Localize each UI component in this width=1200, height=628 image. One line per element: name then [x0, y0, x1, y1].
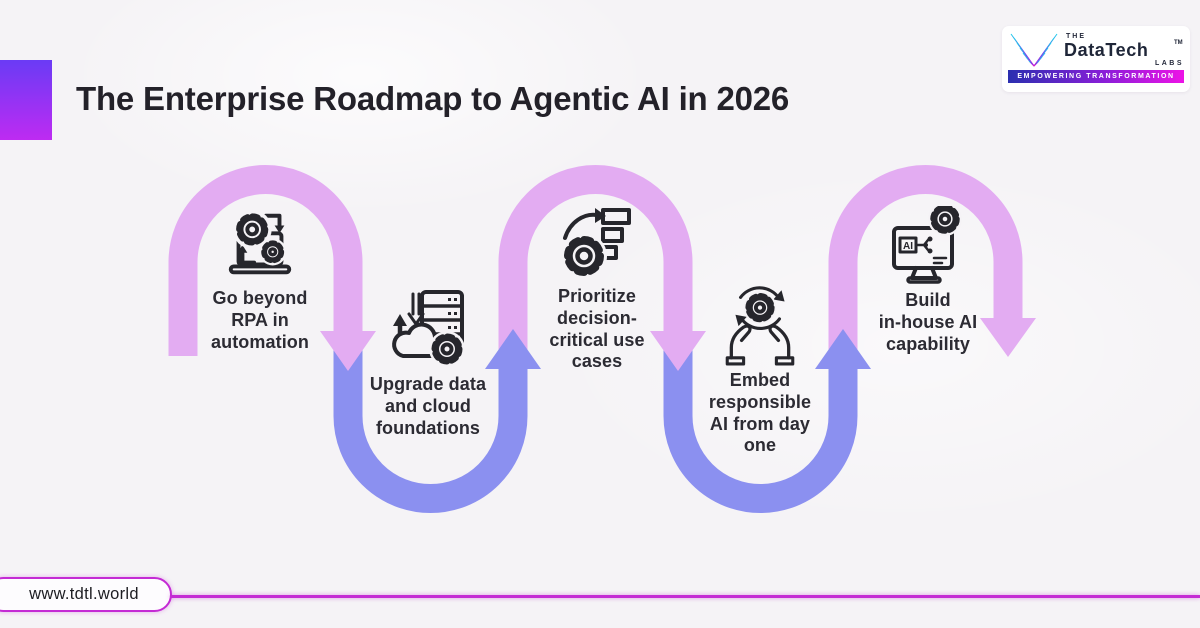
server-cloud-gear-icon [392, 290, 465, 367]
logo-brand-text: DataTech [1064, 40, 1149, 60]
page-title: The Enterprise Roadmap to Agentic AI in … [76, 80, 790, 117]
step-2-label: Upgrade data and cloud foundations [369, 374, 487, 438]
website-pill: www.tdtl.world [0, 577, 172, 612]
butterfly-wings-icon [1010, 33, 1058, 67]
step-3-label: Prioritize decision- critical use cases [549, 286, 645, 372]
step-4: Embed responsible AI from day one [672, 280, 848, 457]
logo-tagline-bar: EMPOWERING TRANSFORMATION [1008, 70, 1184, 83]
svg-text:AI: AI [903, 241, 913, 252]
monitor-ai-gear-icon: AI [892, 206, 962, 284]
arch-segment-3 [498, 165, 693, 365]
logo-the-text: THE [1066, 33, 1086, 40]
hands-gear-icon [725, 286, 795, 366]
footer-divider-line [170, 595, 1200, 598]
gear-priority-list-icon [561, 208, 631, 279]
logo-trademark: TM [1174, 40, 1183, 46]
arch-segment-1 [168, 165, 363, 356]
logo-tagline-text: EMPOWERING TRANSFORMATION [1017, 73, 1175, 80]
down-arrow-1 [320, 331, 376, 371]
down-arrow-5 [980, 318, 1036, 357]
step-1-label: Go beyond RPA in automation [211, 288, 309, 352]
arch-segment-5 [828, 165, 1023, 365]
step-5: AI Build in-house AI capability [840, 206, 1016, 355]
accent-gradient-block [0, 60, 52, 140]
logo-labs-text: LABS [1154, 60, 1184, 67]
step-1: Go beyond RPA in automation [172, 206, 348, 353]
website-url: www.tdtl.world [29, 585, 139, 603]
step-5-label: Build in-house AI capability [878, 290, 978, 354]
u-segment-4 [663, 332, 858, 513]
down-arrow-3 [650, 331, 706, 371]
step-3: Prioritize decision- critical use cases [509, 202, 685, 373]
step-4-label: Embed responsible AI from day one [708, 370, 812, 456]
step-2: Upgrade data and cloud foundations [340, 286, 516, 439]
up-arrow-2 [485, 329, 541, 369]
datatech-labs-logo: THE DataTech TM LABS EMPOWERING TRANSFOR… [1002, 26, 1190, 92]
laptop-gears-icon [228, 209, 292, 275]
u-segment-2 [333, 332, 528, 513]
up-arrow-4 [815, 329, 871, 369]
